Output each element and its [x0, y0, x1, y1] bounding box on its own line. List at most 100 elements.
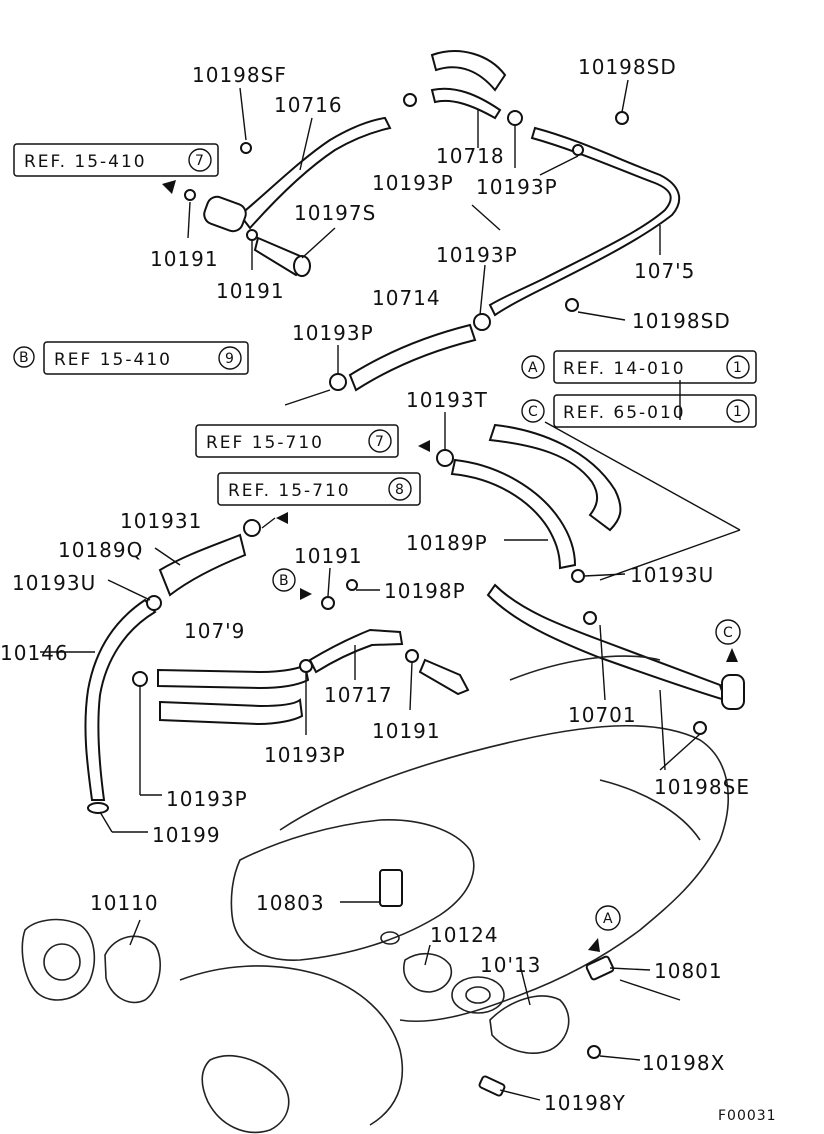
svg-text:B: B — [19, 350, 30, 366]
clamp-10193P-c — [473, 313, 491, 331]
svg-text:REF 15-410: REF 15-410 — [54, 350, 172, 370]
hose-10719-b — [159, 698, 304, 726]
sensor-10801 — [585, 955, 615, 981]
engine-lower-outline — [179, 965, 404, 1126]
clip-10198SD-mid — [565, 298, 579, 312]
clamp-10193T-a — [436, 449, 454, 467]
clip-10198SE — [693, 721, 707, 735]
hose-10715 — [488, 126, 681, 317]
clamp-10193P-e — [132, 671, 148, 687]
label-10189P: 10189P — [406, 531, 488, 555]
clamp-10191-d — [405, 649, 419, 663]
label-10718: 10718 — [436, 144, 505, 168]
svg-text:A: A — [603, 911, 614, 927]
gasket-10113 — [451, 976, 505, 1014]
hose-10719-a — [157, 663, 310, 690]
engine-cover-outline — [230, 818, 475, 961]
svg-text:1: 1 — [733, 360, 743, 376]
ref-box-15-710-8: REF. 15-710 8 — [217, 472, 421, 506]
svg-text:REF. 15-410: REF. 15-410 — [24, 152, 147, 172]
label-10714: 10714 — [372, 286, 441, 310]
label-10191-a: 10191 — [150, 247, 219, 271]
arrow-ref-15-410-7 — [162, 180, 176, 194]
label-10191-c: 10191 — [294, 544, 363, 568]
connector-C: C — [715, 619, 741, 645]
label-10197S: 10197S — [294, 201, 376, 225]
label-10198SD-mid: 10198SD — [632, 309, 731, 333]
leader-lines — [40, 79, 741, 1101]
clamp-10193P-f — [299, 659, 313, 673]
label-10198X: 10198X — [642, 1051, 725, 1075]
engine-side-edge — [599, 779, 701, 841]
sensor-10803 — [379, 869, 403, 907]
label-10801: 10801 — [654, 959, 723, 983]
hose-10189P-upper — [488, 423, 622, 532]
clip-10198SD-top — [615, 111, 629, 125]
svg-text:B: B — [279, 573, 290, 589]
figure-code: F00031 — [718, 1108, 777, 1124]
label-10719: 107'9 — [184, 619, 245, 643]
svg-text:7: 7 — [375, 434, 385, 450]
svg-text:8: 8 — [395, 482, 405, 498]
clamp-10193P-a — [507, 110, 523, 126]
svg-text:7: 7 — [195, 153, 205, 169]
svg-text:C: C — [528, 404, 539, 420]
clamp-10193T-b — [243, 519, 261, 537]
connector-B: B — [272, 568, 296, 592]
label-10189Q: 10189Q — [58, 538, 143, 562]
label-10193P-f: 10193P — [264, 743, 346, 767]
ref-box-14-010-1: A REF. 14-010 1 — [521, 350, 757, 384]
clamp-10193U-b — [571, 569, 585, 583]
arrow-conn-B — [300, 588, 312, 600]
svg-text:REF. 14-010: REF. 14-010 — [563, 359, 686, 379]
hose-10718-upper — [430, 50, 507, 92]
svg-text:REF. 15-710: REF. 15-710 — [228, 481, 351, 501]
label-10198P: 10198P — [384, 579, 466, 603]
fitting-end-10197S — [293, 255, 311, 277]
label-10199: 10199 — [152, 823, 221, 847]
clamp-10191-a — [184, 189, 196, 201]
pipe-10146 — [84, 598, 157, 801]
thermostat-ring — [43, 943, 81, 981]
pipe-10701 — [486, 583, 727, 702]
label-10193U-b: 10193U — [630, 563, 714, 587]
label-10715: 107'5 — [634, 259, 695, 283]
gasket-10113-hole — [465, 986, 491, 1004]
hose-10718-lower — [430, 87, 502, 120]
label-10198SD-top: 10198SD — [578, 55, 677, 79]
label-10193P-a: 10193P — [372, 171, 454, 195]
label-10193T-a: 10193T — [406, 388, 488, 412]
arrow-conn-C — [726, 648, 738, 662]
fitting-10717-end — [418, 658, 470, 696]
thermostat-gasket-10110 — [21, 918, 96, 1001]
thermostat-10110 — [104, 935, 161, 1004]
label-10193T-b: 101931 — [120, 509, 202, 533]
clamp-10191-c — [321, 596, 335, 610]
washer-10803 — [380, 931, 400, 945]
clamp-10701 — [583, 611, 597, 625]
clip-10198SF — [240, 142, 252, 154]
label-10193P-b: 10193P — [476, 175, 558, 199]
label-10110: 10110 — [90, 891, 159, 915]
arrow-ref-15-710-8 — [276, 512, 288, 524]
arrow-conn-A — [588, 938, 600, 952]
label-10716: 10716 — [274, 93, 343, 117]
svg-text:C: C — [723, 625, 734, 641]
label-10146: 10146 — [0, 641, 69, 665]
svg-text:1: 1 — [733, 404, 743, 420]
svg-text:A: A — [528, 360, 539, 376]
label-10191-b: 10191 — [216, 279, 285, 303]
clamp-10193P-d — [329, 373, 347, 391]
label-10124: 10124 — [430, 923, 499, 947]
svg-text:REF 15-710: REF 15-710 — [206, 433, 324, 453]
engine-top-edge — [509, 655, 661, 681]
engine-block-outline — [279, 724, 729, 1023]
label-10113: 10'13 — [480, 953, 541, 977]
pipe-10717 — [308, 628, 404, 674]
bolt-10198X — [587, 1045, 601, 1059]
hose-10189P — [450, 458, 577, 570]
svg-text:9: 9 — [225, 351, 235, 367]
label-10198SE: 10198SE — [654, 775, 750, 799]
